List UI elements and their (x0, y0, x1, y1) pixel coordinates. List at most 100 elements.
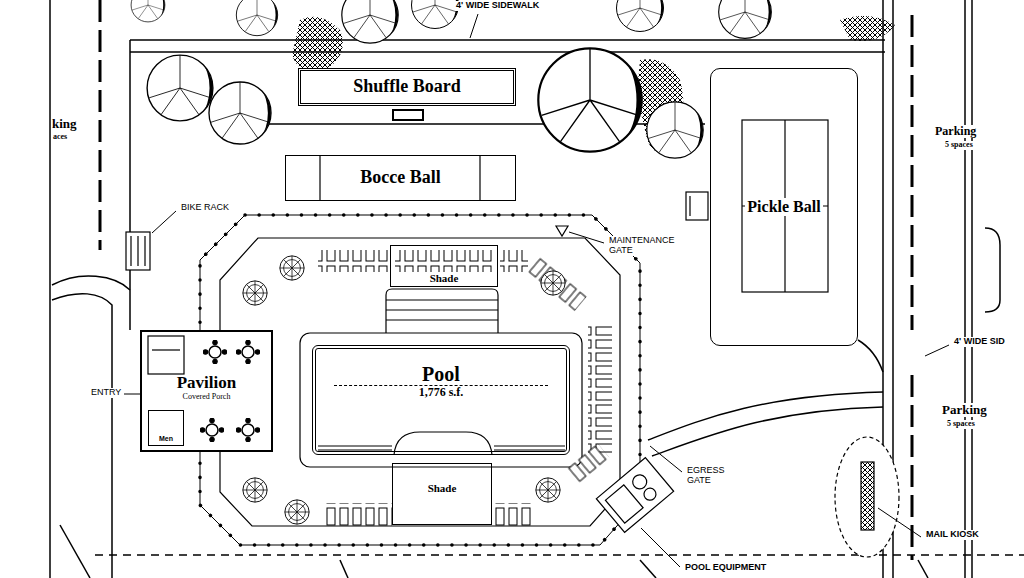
pool-equipment-pad (642, 486, 659, 503)
boundary-lines (911, 15, 914, 330)
leader-lines (641, 528, 680, 567)
leader-lines (470, 14, 478, 38)
pool-coping (300, 333, 582, 467)
area-label: Pavilion (177, 374, 237, 393)
area-box: Shade (390, 245, 498, 287)
pool-equipment-pad (605, 485, 643, 523)
pool-coping (318, 445, 392, 446)
area-label: Pool (334, 363, 548, 386)
trees (131, 0, 165, 22)
area-box: Bocce Ball (285, 155, 516, 201)
pavilion-interior (152, 349, 180, 350)
pavilion-interior (236, 418, 259, 441)
pool-coping (300, 289, 582, 467)
callout-label: aces (52, 133, 68, 142)
pool-coping (386, 309, 498, 310)
area-label: Shade (426, 482, 459, 494)
callout-label: ENTRY (90, 388, 122, 398)
leader-lines (925, 345, 949, 356)
area-label: Men (159, 435, 173, 443)
tree-canopy-hatching (292, 17, 343, 72)
boundary-lines (130, 51, 885, 53)
lounge-chairs (526, 256, 588, 313)
area-box: Pickle Ball (710, 68, 858, 346)
umbrella-tables (280, 256, 304, 280)
sport-court-lines (689, 196, 690, 216)
pavilion-interior (126, 232, 271, 450)
lounge-chairs (500, 250, 528, 272)
boundary-lines (95, 554, 1024, 556)
area-box: Pool1,776 s.f. (312, 345, 570, 455)
callout-label: Parking (934, 125, 977, 138)
pavilion-interior (144, 236, 145, 266)
trees (236, 0, 277, 36)
leader-lines (124, 394, 140, 395)
area-label: Shade (428, 272, 461, 284)
leader-lines (650, 446, 682, 472)
pool-equipment-pad (596, 458, 673, 533)
area-box: Shuffle Board (298, 68, 516, 106)
mail-kiosk (556, 226, 899, 557)
mail-kiosk (861, 462, 874, 530)
boundary-lines (640, 560, 656, 578)
lounge-chairs (395, 250, 495, 272)
boundary-lines (130, 39, 885, 41)
callout-label: BIKE RACK (180, 203, 230, 213)
leader-lines (152, 211, 176, 233)
trees (647, 102, 703, 158)
lounge-chairs (566, 442, 611, 485)
callout-label: MAIL KIOSK (925, 530, 980, 540)
boundary-lines (918, 560, 928, 578)
boundary-lines (964, 0, 966, 578)
callout-label: king (51, 117, 78, 131)
pavilion-interior (137, 236, 138, 266)
area-label: 1,776 s.f. (419, 386, 464, 399)
boundary-lines (49, 0, 51, 578)
pavilion-interior (200, 418, 223, 441)
tree-canopy-hatching (840, 16, 895, 41)
trees (342, 0, 398, 43)
pavilion-interior (148, 336, 184, 374)
trees (147, 55, 213, 121)
sport-court-lines (742, 120, 828, 292)
boundary-lines (858, 340, 883, 372)
callout-label: POOL EQUIPMENT (684, 563, 767, 573)
area-label: Pickle Ball (745, 198, 822, 216)
boundary-lines (129, 40, 131, 330)
boundary-lines (340, 560, 348, 578)
boundary-lines (985, 228, 1000, 312)
pool-coping (386, 319, 498, 320)
area-box: PavilionCovered PorchMen (140, 330, 273, 452)
boundary-lines (99, 0, 102, 250)
area-box: Men (148, 410, 184, 446)
callout-label: 5 spaces (946, 420, 976, 429)
umbrella-tables (536, 478, 560, 502)
callout-label: MAINTENANCE GATE (608, 236, 692, 256)
lounge-chairs (588, 325, 612, 455)
pavilion-interior (203, 340, 226, 363)
boundary-lines (52, 294, 112, 578)
leader-lines (569, 232, 604, 243)
area-box: Shade (392, 463, 492, 525)
area-label: Shuffle Board (353, 77, 461, 97)
callout-label: EGRESS GATE (686, 466, 738, 486)
sport-court-lines (319, 155, 320, 200)
boundary-lines (971, 0, 973, 578)
umbrella-tables (243, 478, 267, 502)
pool-fence (220, 238, 620, 526)
trees (209, 82, 271, 144)
boundary-lines (262, 123, 705, 125)
leader-lines (878, 508, 921, 537)
pool-coping (494, 449, 565, 450)
trees (719, 0, 772, 38)
pavilion-interior (236, 340, 259, 363)
umbrella-tables (285, 500, 309, 524)
callout-label: 4' WIDE SID (953, 337, 1006, 347)
callout-label: 5 spaces (944, 141, 974, 150)
callout-label: Parking (941, 403, 988, 417)
trees (412, 0, 459, 29)
pool-coping (494, 445, 565, 446)
boundary-lines (648, 392, 883, 440)
trees (131, 0, 771, 158)
leader-lines (124, 14, 949, 567)
